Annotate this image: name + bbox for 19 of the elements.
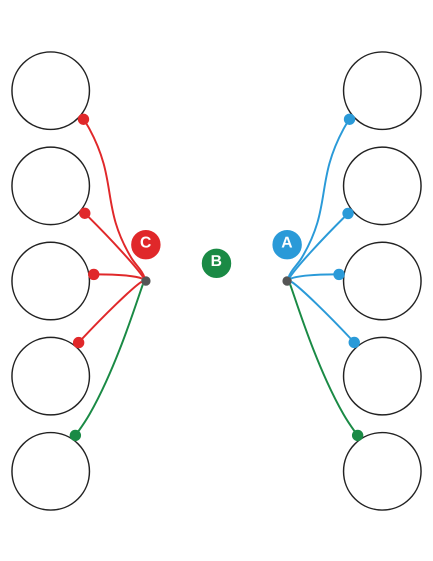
node-circle: C bbox=[131, 229, 161, 259]
node-circle bbox=[342, 241, 422, 320]
node-dot bbox=[282, 276, 292, 286]
connector bbox=[72, 280, 142, 348]
connector bbox=[78, 113, 146, 277]
node-circle: B bbox=[202, 248, 232, 278]
connector bbox=[291, 280, 360, 348]
connector bbox=[288, 207, 354, 278]
connector bbox=[88, 268, 142, 280]
node-dot bbox=[141, 276, 151, 286]
node-circle: A bbox=[272, 229, 302, 259]
connector bbox=[70, 284, 144, 441]
node-circle bbox=[342, 431, 422, 510]
node-circle bbox=[11, 241, 90, 320]
node-circle bbox=[11, 431, 90, 510]
connector bbox=[289, 284, 364, 441]
connector bbox=[290, 268, 345, 280]
connector bbox=[79, 207, 144, 278]
connector bbox=[288, 113, 356, 277]
